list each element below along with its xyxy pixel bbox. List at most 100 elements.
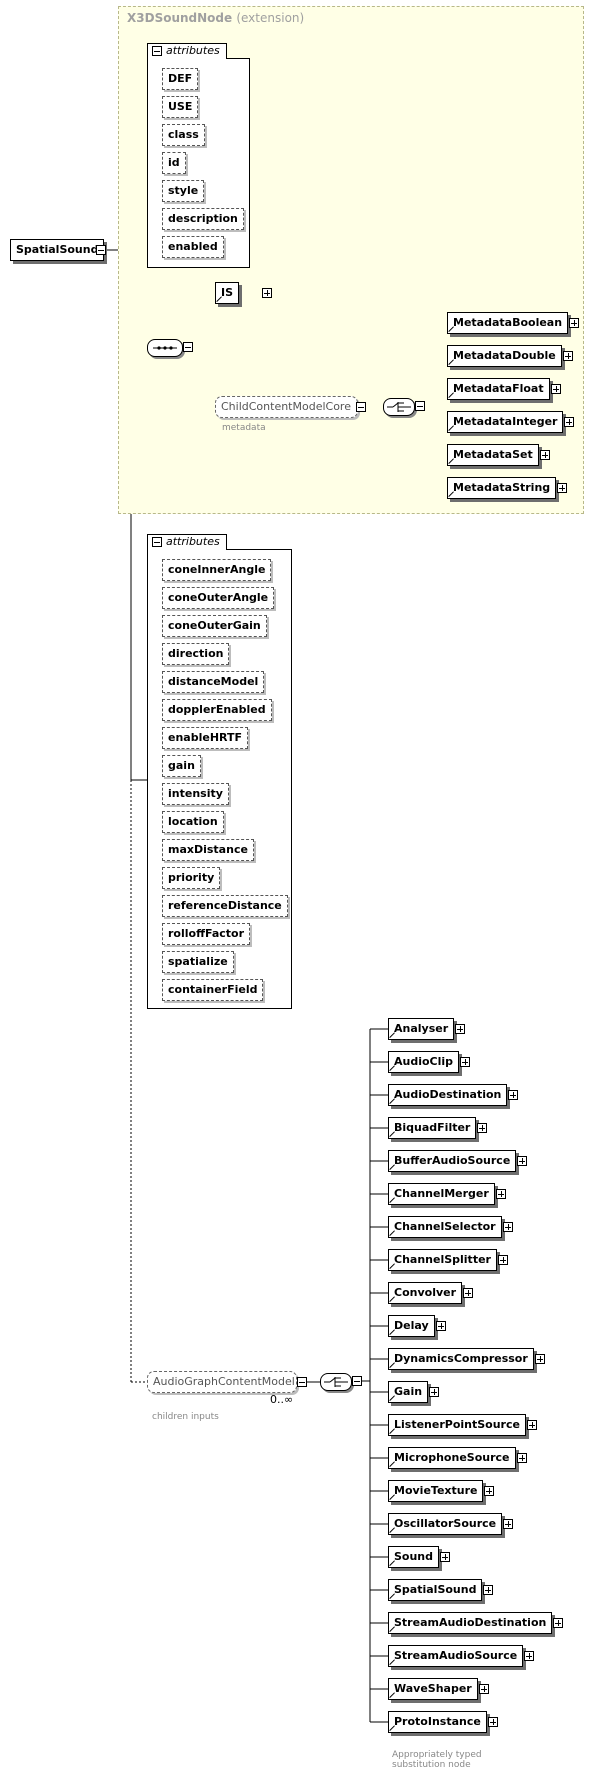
attributes-header[interactable]: attributes <box>147 534 227 550</box>
element-stream-audio-source[interactable]: StreamAudioSource <box>388 1645 524 1667</box>
element-metadata-boolean[interactable]: MetadataBoolean <box>447 312 569 334</box>
expand-toggle[interactable] <box>463 1288 473 1298</box>
child-content-group[interactable]: ChildContentModelCore <box>215 396 358 418</box>
expand-toggle[interactable] <box>496 1189 506 1199</box>
attribute-cone-inner-angle[interactable]: coneInnerAngle <box>162 559 272 581</box>
occurrence-label: 0..∞ <box>270 1393 294 1406</box>
attribute-def[interactable]: DEF <box>162 68 199 90</box>
element-microphone-source[interactable]: MicrophoneSource <box>388 1447 516 1469</box>
attribute-priority[interactable]: priority <box>162 867 221 889</box>
attribute-enabled[interactable]: enabled <box>162 236 224 258</box>
attribute-reference-distance[interactable]: referenceDistance <box>162 895 288 917</box>
attribute-style[interactable]: style <box>162 180 205 202</box>
expand-toggle[interactable] <box>553 1618 563 1628</box>
choice-toggle[interactable] <box>352 1376 362 1386</box>
element-proto-instance[interactable]: ProtoInstance <box>388 1711 487 1733</box>
attribute-gain[interactable]: gain <box>162 755 201 777</box>
element-spatial-sound[interactable]: SpatialSound <box>388 1579 483 1601</box>
expand-toggle[interactable] <box>503 1222 513 1232</box>
attribute-max-distance[interactable]: maxDistance <box>162 839 254 861</box>
collapse-icon[interactable] <box>152 46 162 56</box>
expand-toggle[interactable] <box>557 483 567 493</box>
expand-toggle[interactable] <box>564 417 574 427</box>
element-movie-texture[interactable]: MovieTexture <box>388 1480 484 1502</box>
expand-toggle[interactable] <box>503 1519 513 1529</box>
expand-toggle[interactable] <box>508 1090 518 1100</box>
attribute-enable-hrtf[interactable]: enableHRTF <box>162 727 249 749</box>
expand-toggle[interactable] <box>551 384 561 394</box>
element-audio-destination[interactable]: AudioDestination <box>388 1084 508 1106</box>
expand-toggle[interactable] <box>440 1552 450 1562</box>
audio-graph-label: AudioGraphContentModel <box>153 1375 295 1388</box>
choice-compositor[interactable] <box>383 398 415 416</box>
element-oscillator-source[interactable]: OscillatorSource <box>388 1513 503 1535</box>
expand-toggle[interactable] <box>517 1156 527 1166</box>
expand-toggle[interactable] <box>517 1453 527 1463</box>
attribute-intensity[interactable]: intensity <box>162 783 229 805</box>
expand-toggle[interactable] <box>540 450 550 460</box>
expand-toggle[interactable] <box>477 1123 487 1133</box>
element-stream-audio-destination[interactable]: StreamAudioDestination <box>388 1612 553 1634</box>
attribute-doppler-enabled[interactable]: dopplerEnabled <box>162 699 272 721</box>
attribute-spatialize[interactable]: spatialize <box>162 951 234 973</box>
expand-toggle[interactable] <box>524 1651 534 1661</box>
collapse-toggle[interactable] <box>96 245 106 255</box>
attribute-location[interactable]: location <box>162 811 224 833</box>
element-sound[interactable]: Sound <box>388 1546 440 1568</box>
expand-toggle[interactable] <box>527 1420 537 1430</box>
collapse-icon[interactable] <box>152 537 162 547</box>
attribute-description[interactable]: description <box>162 208 244 230</box>
element-convolver[interactable]: Convolver <box>388 1282 463 1304</box>
expand-toggle[interactable] <box>429 1387 439 1397</box>
expand-toggle[interactable] <box>535 1354 545 1364</box>
root-element-spatialsound[interactable]: SpatialSound <box>10 239 105 261</box>
element-biquad-filter[interactable]: BiquadFilter <box>388 1117 477 1139</box>
element-channel-splitter[interactable]: ChannelSplitter <box>388 1249 497 1271</box>
is-element[interactable]: IS <box>215 282 240 304</box>
choice-toggle[interactable] <box>415 401 425 411</box>
attribute-container-field[interactable]: containerField <box>162 979 264 1001</box>
attribute-direction[interactable]: direction <box>162 643 230 665</box>
element-buffer-audio-source[interactable]: BufferAudioSource <box>388 1150 517 1172</box>
element-channel-selector[interactable]: ChannelSelector <box>388 1216 502 1238</box>
choice-compositor[interactable] <box>320 1373 352 1391</box>
attribute-id[interactable]: id <box>162 152 186 174</box>
expand-toggle[interactable] <box>484 1486 494 1496</box>
attribute-use[interactable]: USE <box>162 96 199 118</box>
attribute-class[interactable]: class <box>162 124 205 146</box>
expand-toggle[interactable] <box>460 1057 470 1067</box>
element-gain[interactable]: Gain <box>388 1381 429 1403</box>
sequence-compositor[interactable] <box>147 339 183 357</box>
child-content-toggle[interactable] <box>356 402 366 412</box>
expand-toggle[interactable] <box>498 1255 508 1265</box>
expand-toggle[interactable] <box>483 1585 493 1595</box>
attribute-rolloff-factor[interactable]: rolloffFactor <box>162 923 251 945</box>
reference-arrow-icon <box>449 492 454 497</box>
expand-toggle[interactable] <box>262 288 272 298</box>
element-metadata-double[interactable]: MetadataDouble <box>447 345 562 367</box>
attributes-header[interactable]: attributes <box>147 43 227 59</box>
expand-toggle[interactable] <box>488 1717 498 1727</box>
attribute-cone-outer-angle[interactable]: coneOuterAngle <box>162 587 275 609</box>
element-metadata-string[interactable]: MetadataString <box>447 477 557 499</box>
element-metadata-set[interactable]: MetadataSet <box>447 444 539 466</box>
sequence-toggle[interactable] <box>183 342 193 352</box>
expand-toggle[interactable] <box>569 318 579 328</box>
attribute-cone-outer-gain[interactable]: coneOuterGain <box>162 615 267 637</box>
element-delay[interactable]: Delay <box>388 1315 435 1337</box>
element-metadata-float[interactable]: MetadataFloat <box>447 378 550 400</box>
element-channel-merger[interactable]: ChannelMerger <box>388 1183 495 1205</box>
audio-graph-group[interactable]: AudioGraphContentModel <box>147 1371 297 1393</box>
element-analyser[interactable]: Analyser <box>388 1018 455 1040</box>
audio-graph-toggle[interactable] <box>297 1377 307 1387</box>
element-wave-shaper[interactable]: WaveShaper <box>388 1678 478 1700</box>
expand-toggle[interactable] <box>479 1684 489 1694</box>
expand-toggle[interactable] <box>563 351 573 361</box>
element-dynamics-compressor[interactable]: DynamicsCompressor <box>388 1348 534 1370</box>
element-listener-point-source[interactable]: ListenerPointSource <box>388 1414 526 1436</box>
expand-toggle[interactable] <box>455 1024 465 1034</box>
attribute-distance-model[interactable]: distanceModel <box>162 671 265 693</box>
element-metadata-integer[interactable]: MetadataInteger <box>447 411 564 433</box>
element-audio-clip[interactable]: AudioClip <box>388 1051 460 1073</box>
expand-toggle[interactable] <box>436 1321 446 1331</box>
